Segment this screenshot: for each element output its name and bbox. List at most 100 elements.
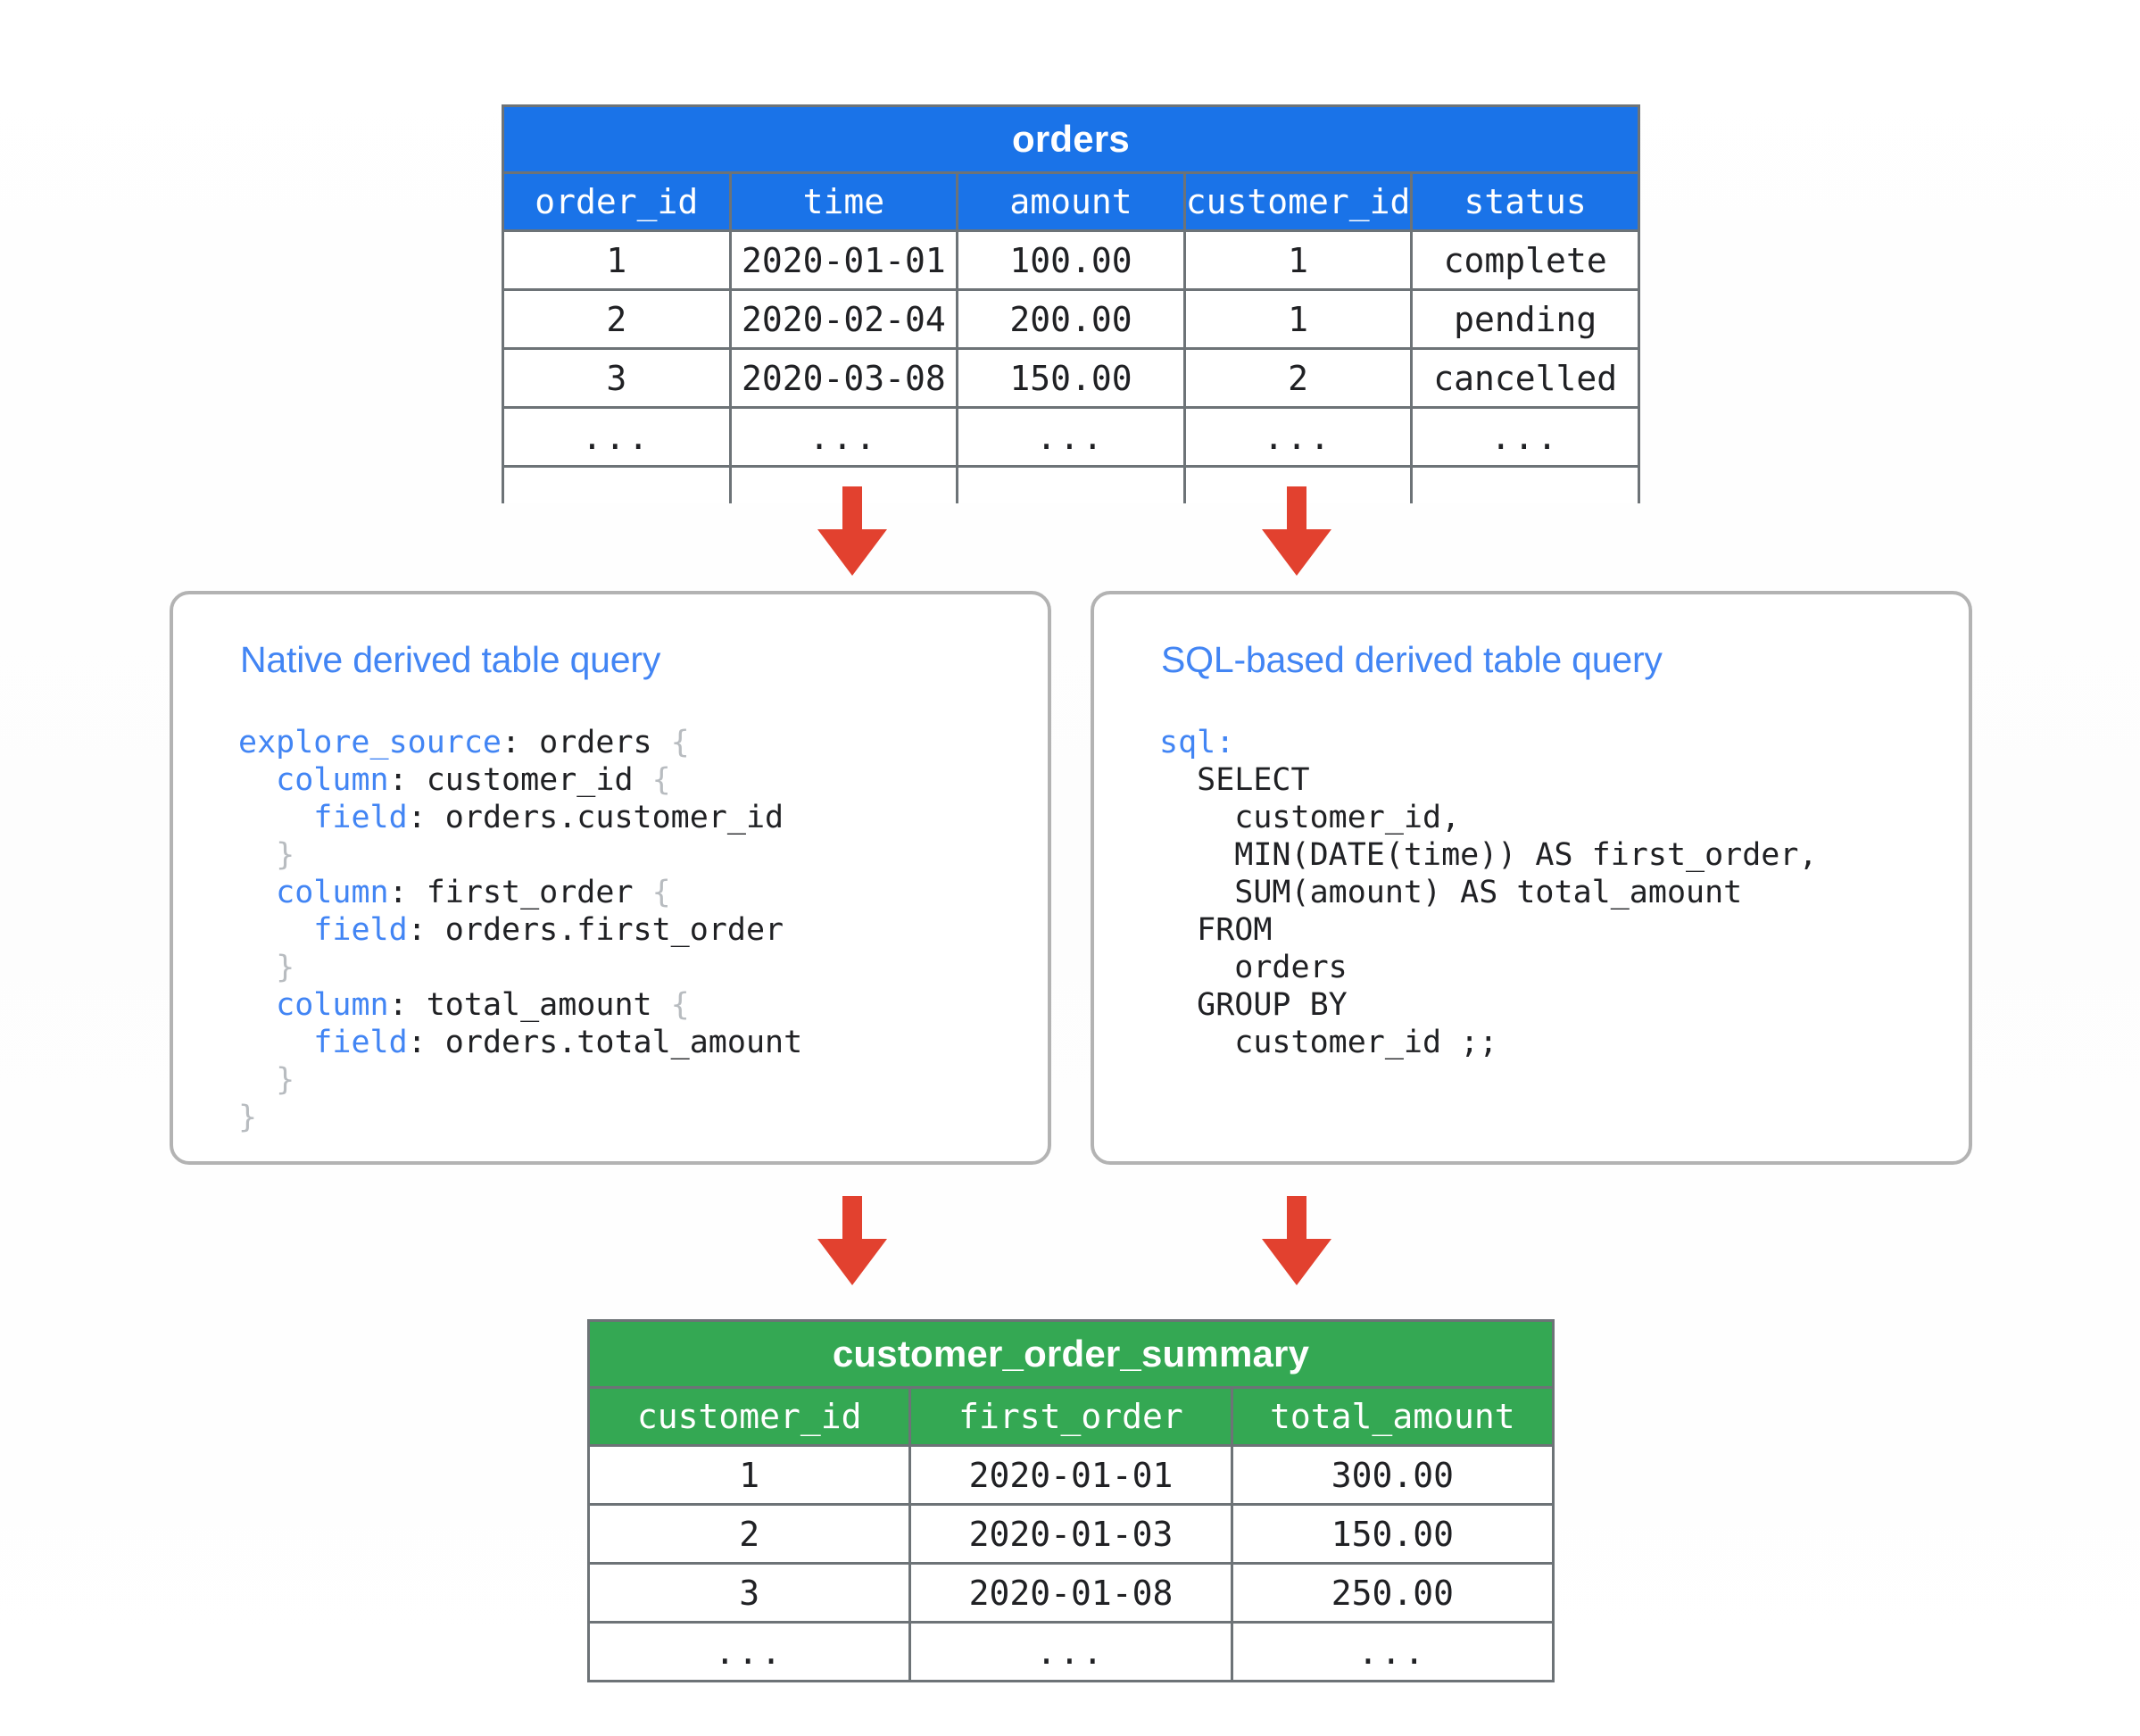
sql-panel-title: SQL-based derived table query — [1161, 639, 1663, 680]
summary-row: ......... — [586, 1621, 1555, 1682]
cell-truncated — [1182, 465, 1414, 503]
code-token: MIN(DATE(time)) AS first_order, — [1159, 837, 1818, 873]
code-token: customer_id ;; — [1159, 1025, 1498, 1060]
code-token: : orders.customer_id — [407, 800, 784, 835]
cell-customer_id: 3 — [586, 1562, 912, 1624]
code-line: SELECT — [1159, 761, 1947, 799]
code-token: : customer_id — [388, 762, 652, 798]
code-token: field — [313, 1025, 408, 1060]
cell-time: ... — [728, 406, 959, 468]
code-token: } — [276, 1062, 295, 1098]
code-token: explore_source — [238, 725, 502, 760]
cell-amount: 100.00 — [956, 229, 1186, 291]
code-line: orders — [1159, 949, 1947, 986]
cell-time: 2020-01-01 — [728, 229, 959, 291]
cell-order_id: 2 — [502, 288, 732, 350]
code-line: column: first_order { — [238, 874, 1026, 911]
arrow-head — [1262, 1239, 1331, 1285]
column-header-total_amount: total_amount — [1230, 1386, 1555, 1447]
arrow-native-to-summary-icon — [817, 1196, 887, 1285]
code-line: SUM(amount) AS total_amount — [1159, 874, 1947, 911]
code-token: GROUP BY — [1159, 987, 1348, 1023]
cell-customer_id: ... — [1182, 406, 1414, 468]
code-token: sql — [1159, 725, 1216, 760]
code-token — [238, 1062, 276, 1098]
code-token: { — [670, 725, 690, 760]
column-header-status: status — [1410, 171, 1640, 232]
arrow-shaft — [842, 486, 862, 533]
cell-customer_id: 1 — [586, 1444, 912, 1506]
cell-time: 2020-02-04 — [728, 288, 959, 350]
code-token: SUM(amount) AS total_amount — [1159, 875, 1743, 910]
code-token — [238, 875, 276, 910]
sql-query-code: sql: SELECT customer_id, MIN(DATE(time))… — [1159, 724, 1947, 1061]
code-line: } — [238, 1061, 1026, 1099]
cell-order_id: 1 — [502, 229, 732, 291]
cell-status: complete — [1410, 229, 1640, 291]
arrow-orders-to-native-icon — [817, 486, 887, 576]
code-token — [238, 950, 276, 985]
cell-amount: 200.00 — [956, 288, 1186, 350]
cell-total_amount: 150.00 — [1230, 1503, 1555, 1565]
cell-total_amount: 250.00 — [1230, 1562, 1555, 1624]
code-line: column: total_amount { — [238, 986, 1026, 1024]
code-line: field: orders.total_amount — [238, 1024, 1026, 1061]
code-token: customer_id, — [1159, 800, 1461, 835]
code-token: : — [1215, 725, 1235, 760]
cell-status: cancelled — [1410, 347, 1640, 409]
code-token: column — [276, 762, 389, 798]
cell-amount: ... — [956, 406, 1186, 468]
cell-total_amount: ... — [1230, 1621, 1555, 1682]
code-line: } — [238, 1099, 1026, 1136]
arrow-sql-to-summary-icon — [1262, 1196, 1331, 1285]
cell-first_order: ... — [908, 1621, 1233, 1682]
cell-first_order: 2020-01-01 — [908, 1444, 1233, 1506]
sql-derived-table-panel: SQL-based derived table query sql: SELEC… — [1091, 591, 1972, 1165]
code-token: : first_order — [388, 875, 652, 910]
cell-customer_id: 2 — [1182, 347, 1414, 409]
cell-status: ... — [1410, 406, 1640, 468]
cell-amount: 150.00 — [956, 347, 1186, 409]
cell-customer_id: 1 — [1182, 288, 1414, 350]
cell-truncated — [956, 465, 1186, 503]
code-token: { — [651, 875, 671, 910]
native-query-code: explore_source: orders { column: custome… — [238, 724, 1026, 1136]
cell-first_order: 2020-01-08 — [908, 1562, 1233, 1624]
code-token: } — [276, 950, 295, 985]
summary-title: customer_order_summary — [587, 1319, 1555, 1389]
code-token: orders — [1159, 950, 1348, 985]
code-token: FROM — [1159, 912, 1273, 948]
native-panel-title: Native derived table query — [240, 639, 661, 680]
code-token: : orders.total_amount — [407, 1025, 803, 1060]
column-header-amount: amount — [956, 171, 1186, 232]
code-line: } — [238, 949, 1026, 986]
code-token — [238, 1025, 313, 1060]
code-line: explore_source: orders { — [238, 724, 1026, 761]
orders-title-row: orders — [502, 104, 1640, 174]
arrow-shaft — [842, 1196, 862, 1242]
code-token — [238, 987, 276, 1023]
code-line: customer_id, — [1159, 799, 1947, 836]
code-token: field — [313, 800, 408, 835]
code-token: { — [651, 762, 671, 798]
arrow-shaft — [1287, 1196, 1306, 1242]
code-token — [238, 912, 313, 948]
orders-row: ............... — [502, 406, 1640, 468]
code-token: { — [670, 987, 690, 1023]
code-line: customer_id ;; — [1159, 1024, 1947, 1061]
arrow-head — [817, 529, 887, 576]
code-line: MIN(DATE(time)) AS first_order, — [1159, 836, 1947, 874]
code-token: column — [276, 987, 389, 1023]
code-token: : total_amount — [388, 987, 671, 1023]
summary-title-row: customer_order_summary — [587, 1319, 1555, 1389]
arrow-head — [1262, 529, 1331, 576]
